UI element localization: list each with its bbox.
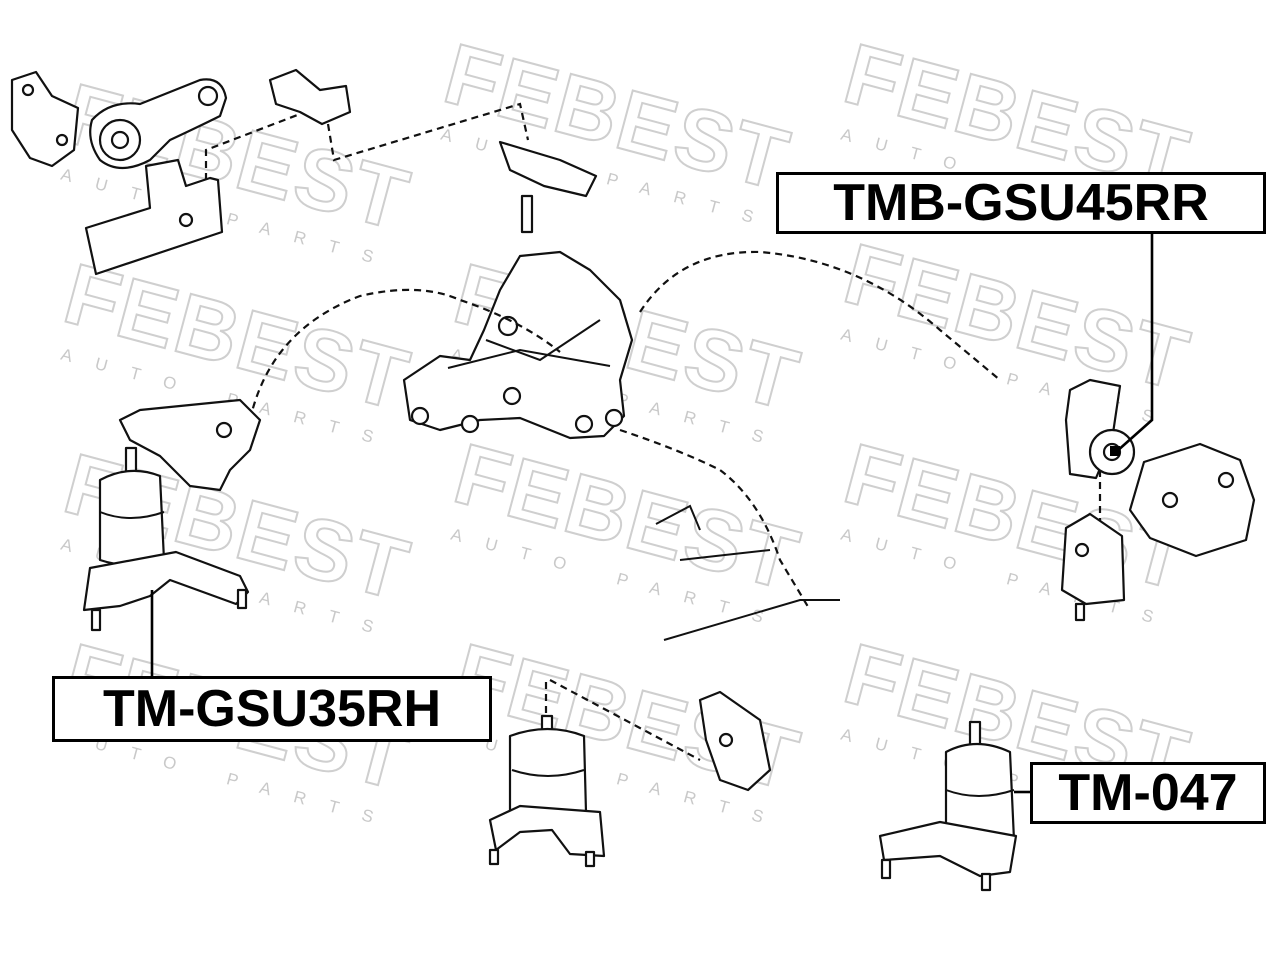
- top-bracket: [498, 140, 598, 234]
- central-bracket: [402, 250, 634, 440]
- left-lower-mount: [82, 446, 250, 632]
- upper-left-mount: [10, 68, 352, 276]
- part-label-tm-047: TM-047: [1030, 762, 1266, 824]
- bottom-middle-mount: [488, 690, 772, 868]
- left-upper-bracket: [118, 398, 262, 492]
- engine-outline: [248, 250, 1001, 641]
- connector-lines: [204, 102, 1102, 761]
- part-label-tmb-gsu45rr: TMB-GSU45RR: [776, 172, 1266, 234]
- right-rear-mount: [1060, 378, 1256, 622]
- part-label-tm-gsu35rh: TM-GSU35RH: [52, 676, 492, 742]
- leader-lines: [150, 234, 1154, 794]
- bottom-right-mount: [878, 720, 1018, 892]
